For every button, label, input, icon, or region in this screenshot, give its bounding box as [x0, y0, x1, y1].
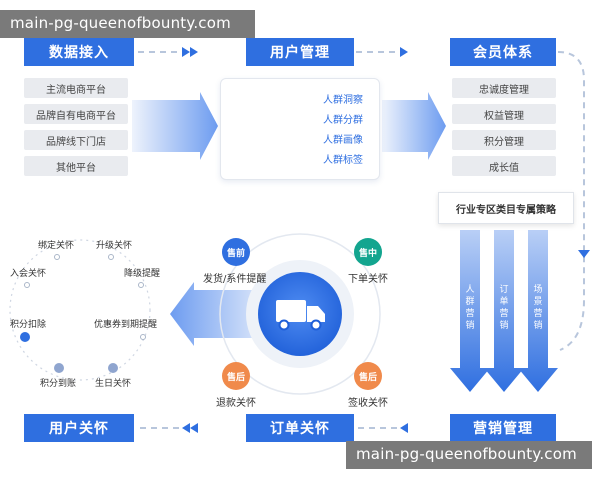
care-point-label: 积分到账 — [40, 379, 77, 389]
order-stage-label: 发货/系件提醒 — [203, 274, 267, 285]
arrow-user-to-member — [382, 92, 446, 160]
connector-arrowheads — [182, 47, 408, 433]
member-item: 权益管理 — [452, 104, 556, 124]
care-point-label: 升级关怀 — [96, 241, 133, 251]
care-point-dot — [108, 363, 118, 373]
data-source-item: 主流电商平台 — [24, 78, 128, 98]
user-profile-card: 人群洞察 人群分群 人群画像 人群标签 — [220, 78, 380, 180]
data-source-item: 品牌线下门店 — [24, 130, 128, 150]
arrow-data-to-user — [132, 92, 218, 160]
profile-item: 人群分群 — [323, 115, 363, 126]
order-stage-label: 下单关怀 — [348, 274, 388, 285]
data-source-item: 品牌自有电商平台 — [24, 104, 128, 124]
header-marketing-management: 营销管理 — [450, 414, 556, 442]
header-member-system: 会员体系 — [450, 38, 556, 66]
marketing-column-label: 人群营销 — [465, 285, 475, 331]
header-order-care: 订单关怀 — [246, 414, 354, 442]
header-user-management: 用户管理 — [246, 38, 354, 66]
truck-icon — [276, 300, 325, 331]
member-item: 积分管理 — [452, 130, 556, 150]
care-point-label: 优惠券到期提醒 — [94, 320, 158, 330]
care-point-dot — [24, 282, 30, 288]
care-point-dot — [54, 254, 60, 260]
care-point-dot — [108, 254, 114, 260]
order-stage-label: 签收关怀 — [348, 398, 388, 409]
member-item: 成长值 — [452, 156, 556, 176]
strategy-box: 行业专区类目专属策略 — [438, 192, 574, 224]
care-point-dot — [138, 282, 144, 288]
marketing-column-label: 订单营销 — [499, 285, 509, 331]
marketing-column-label: 场景营销 — [533, 285, 543, 331]
care-point-dot — [54, 363, 64, 373]
care-point-label: 绑定关怀 — [38, 241, 75, 251]
order-stage-badge: 售后 — [222, 362, 250, 390]
profile-item: 人群标签 — [323, 155, 363, 166]
watermark-top: main-pg-queenofbounty.com — [0, 10, 255, 38]
marketing-arrows — [450, 230, 558, 392]
care-point-label: 降级提醒 — [124, 269, 161, 279]
data-source-item: 其他平台 — [24, 156, 128, 176]
care-point-dot — [140, 334, 146, 340]
order-stage-badge: 售中 — [354, 238, 382, 266]
profile-item: 人群画像 — [323, 135, 363, 146]
order-stage-badge: 售前 — [222, 238, 250, 266]
header-data-access: 数据接入 — [24, 38, 134, 66]
right-loop-line — [557, 51, 585, 351]
top-connector-left — [138, 51, 400, 429]
header-user-care: 用户关怀 — [24, 414, 134, 442]
member-item: 忠诚度管理 — [452, 78, 556, 98]
profile-item: 人群洞察 — [323, 95, 363, 106]
care-ring — [9, 239, 151, 381]
right-loop-arrow — [578, 250, 590, 258]
watermark-bottom: main-pg-queenofbounty.com — [346, 441, 592, 469]
order-ring-outer — [219, 233, 381, 395]
order-stage-badge: 售后 — [354, 362, 382, 390]
care-point-label: 积分扣除 — [10, 320, 47, 330]
care-point-dot — [20, 332, 30, 342]
care-point-label: 入会关怀 — [10, 269, 47, 279]
order-stage-label: 退款关怀 — [216, 398, 256, 409]
care-point-label: 生日关怀 — [95, 379, 132, 389]
